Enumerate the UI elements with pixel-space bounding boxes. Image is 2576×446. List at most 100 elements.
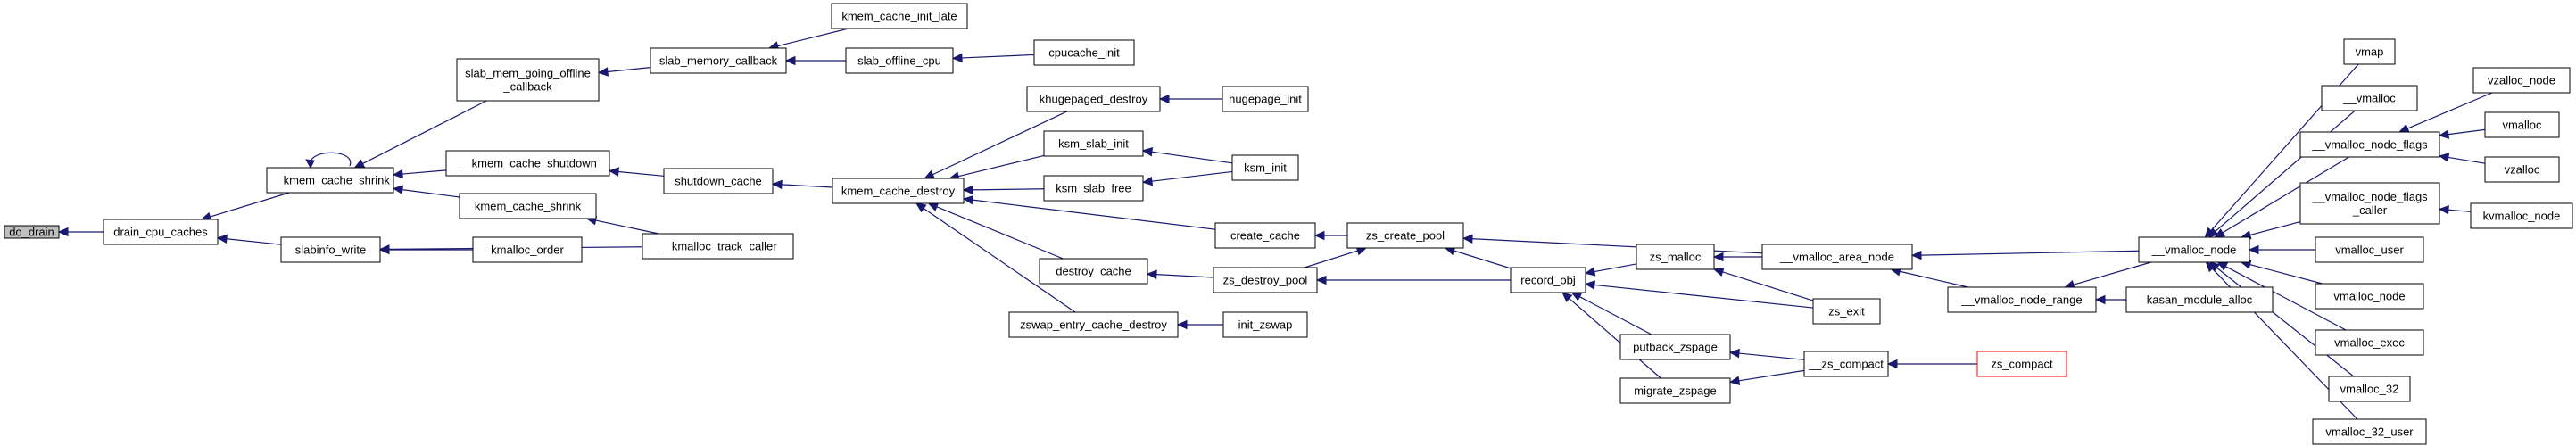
node-box[interactable] [2315,329,2424,356]
function-node-init_zswap[interactable]: init_zswap [1222,311,1308,338]
node-box[interactable] [2470,202,2573,229]
function-node-record_obj[interactable]: record_obj [1510,267,1586,293]
node-box[interactable] [2138,236,2250,263]
node-box[interactable] [1043,130,1144,157]
node-box[interactable] [1636,244,1715,270]
node-box[interactable] [456,58,600,102]
node-box[interactable] [663,168,774,194]
function-node-vzalloc_node[interactable]: vzalloc_node [2472,67,2571,94]
function-node-do_drain[interactable]: do_drain [4,225,60,239]
node-box[interactable] [1214,222,1316,249]
function-node-zs_compact[interactable]: zs_compact [1976,351,2067,377]
function-node-vmalloc_32_user[interactable]: vmalloc_32_user [2312,418,2427,445]
function-node-slab_offline_cpu[interactable]: slab_offline_cpu [845,47,954,74]
function-node-kmalloc_track_caller[interactable]: __kmalloc_track_caller [642,233,794,260]
function-node-zswap_entry_cache_destroy[interactable]: zswap_entry_cache_destroy [1008,311,1179,338]
node-box[interactable] [1346,222,1464,249]
node-box[interactable] [1008,311,1179,338]
node-box[interactable] [2472,67,2571,94]
function-node-kmem_cache_init_late[interactable]: kmem_cache_init_late [831,3,968,29]
node-box[interactable] [2321,85,2418,112]
function-node-kasan_module_alloc[interactable]: kasan_module_alloc [2125,286,2274,313]
function-node-vmalloc_32[interactable]: vmalloc_32 [2328,376,2411,402]
node-box[interactable] [103,219,219,245]
function-node-kmem_cache_destroy[interactable]: kmem_cache_destroy [832,178,965,204]
node-box[interactable] [1039,258,1148,285]
node-box[interactable] [2125,286,2274,313]
function-node-vmalloc_u[interactable]: __vmalloc [2321,85,2418,112]
node-box[interactable] [445,150,610,177]
function-node-slabinfo_write[interactable]: slabinfo_write [280,236,381,263]
node-box[interactable] [4,225,60,239]
function-node-vmalloc_area_node[interactable]: __vmalloc_area_node [1761,244,1913,270]
function-node-destroy_cache[interactable]: destroy_cache [1039,258,1148,285]
node-box[interactable] [832,178,965,204]
node-box[interactable] [1213,267,1318,293]
function-node-vmalloc_node_flags_caller[interactable]: __vmalloc_node_flags_caller [2299,182,2440,225]
node-box[interactable] [2484,156,2560,183]
node-box[interactable] [1043,175,1144,202]
node-box[interactable] [642,233,794,260]
node-box[interactable] [1231,154,1299,181]
node-box[interactable] [1619,334,1731,360]
node-box[interactable] [1510,267,1586,293]
function-node-vmap[interactable]: vmap [2343,38,2396,65]
function-node-migrate_zspage[interactable]: migrate_zspage [1619,377,1731,404]
function-node-drain_cpu_caches[interactable]: drain_cpu_caches [103,219,219,245]
node-box[interactable] [2328,376,2411,402]
function-node-khugepaged_destroy[interactable]: khugepaged_destroy [1026,86,1161,112]
node-box[interactable] [2315,236,2424,263]
node-box[interactable] [472,236,583,263]
function-node-kmem_cache_shutdown_u[interactable]: __kmem_cache_shutdown [445,150,610,177]
node-box[interactable] [831,3,968,29]
function-node-slab_memory_callback[interactable]: slab_memory_callback [650,47,787,74]
function-node-zs_destroy_pool[interactable]: zs_destroy_pool [1213,267,1318,293]
node-box[interactable] [1761,244,1913,270]
node-box[interactable] [1033,39,1135,66]
function-node-ksm_slab_free[interactable]: ksm_slab_free [1043,175,1144,202]
node-box[interactable] [266,167,394,194]
function-node-vmalloc_user[interactable]: vmalloc_user [2315,236,2424,263]
function-node-zs_create_pool[interactable]: zs_create_pool [1346,222,1464,249]
function-node-vmalloc_node_u[interactable]: __vmalloc_node [2138,236,2250,263]
node-box[interactable] [1026,86,1161,112]
function-node-shutdown_cache[interactable]: shutdown_cache [663,168,774,194]
node-box[interactable] [1947,286,2097,313]
function-node-slab_mem_going_offline_callback[interactable]: slab_mem_going_offline_callback [456,58,600,102]
node-box[interactable] [1222,311,1308,338]
node-box[interactable] [845,47,954,74]
function-node-vmalloc_node_range[interactable]: __vmalloc_node_range [1947,286,2097,313]
function-node-kvmalloc_node[interactable]: kvmalloc_node [2470,202,2573,229]
function-node-vmalloc_node[interactable]: vmalloc_node [2315,283,2424,310]
function-node-vzalloc[interactable]: vzalloc [2484,156,2560,183]
node-box[interactable] [1803,351,1889,377]
function-node-hugepage_init[interactable]: hugepage_init [1222,86,1309,112]
node-box[interactable] [2299,131,2440,158]
node-box[interactable] [1812,298,1881,325]
node-box[interactable] [2315,283,2424,310]
function-node-kmem_cache_shrink_u[interactable]: __kmem_cache_shrink [266,167,394,194]
function-node-putback_zspage[interactable]: putback_zspage [1619,334,1731,360]
function-node-cpucache_init[interactable]: cpucache_init [1033,39,1135,66]
function-node-kmalloc_order[interactable]: kmalloc_order [472,236,583,263]
function-node-zs_malloc[interactable]: zs_malloc [1636,244,1715,270]
function-node-create_cache[interactable]: create_cache [1214,222,1316,249]
node-box[interactable] [280,236,381,263]
node-box[interactable] [1222,86,1309,112]
function-node-vmalloc_exec[interactable]: vmalloc_exec [2315,329,2424,356]
function-node-vmalloc_node_flags[interactable]: __vmalloc_node_flags [2299,131,2440,158]
node-box[interactable] [2299,182,2440,225]
function-node-ksm_slab_init[interactable]: ksm_slab_init [1043,130,1144,157]
function-node-zs_exit[interactable]: zs_exit [1812,298,1881,325]
node-box[interactable] [2484,112,2560,138]
node-box[interactable] [1619,377,1731,404]
function-node-vmalloc[interactable]: vmalloc [2484,112,2560,138]
node-box[interactable] [2343,38,2396,65]
function-node-zs_compact_u[interactable]: __zs_compact [1803,351,1889,377]
node-box[interactable] [1976,351,2067,377]
node-box[interactable] [459,193,597,219]
node-box[interactable] [650,47,787,74]
function-node-kmem_cache_shrink[interactable]: kmem_cache_shrink [459,193,597,219]
function-node-ksm_init[interactable]: ksm_init [1231,154,1299,181]
node-box[interactable] [2312,418,2427,445]
